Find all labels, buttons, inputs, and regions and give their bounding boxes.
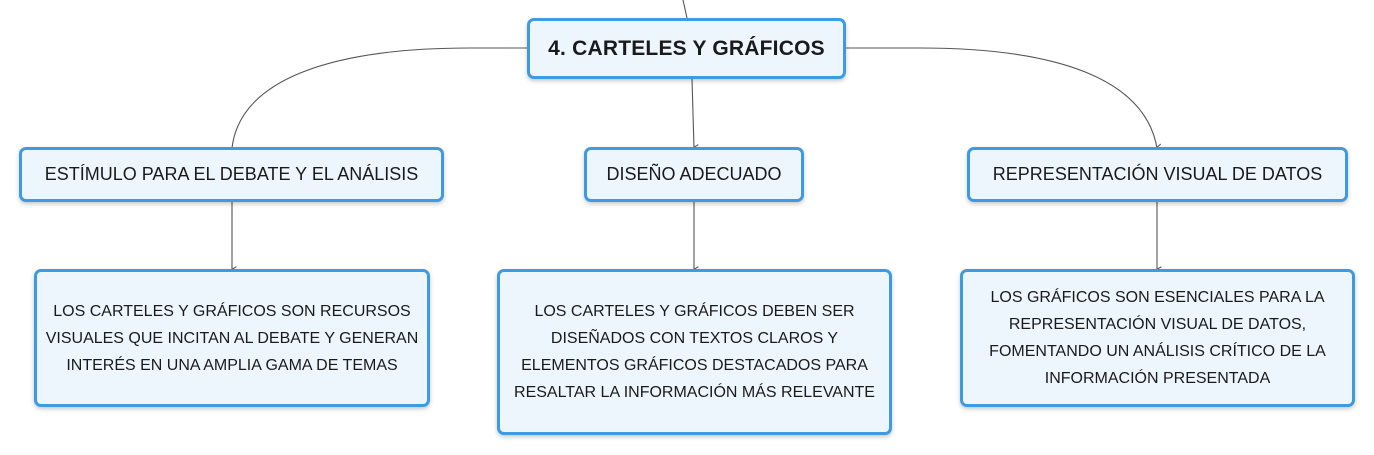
detail-node-text: LOS GRÁFICOS SON ESENCIALES PARA LA REPR… [989, 289, 1326, 387]
topic-node-debate[interactable]: ESTÍMULO PARA EL DEBATE Y EL ANÁLISIS [19, 147, 444, 202]
detail-node-representacion[interactable]: LOS GRÁFICOS SON ESENCIALES PARA LA REPR… [960, 269, 1355, 407]
connector-root-to-diseno [691, 78, 699, 152]
connector-root-to-representacion [846, 47, 1163, 151]
topic-node-representacion[interactable]: REPRESENTACIÓN VISUAL DE DATOS [967, 147, 1348, 202]
incoming-connector [682, 0, 688, 19]
detail-node-debate[interactable]: LOS CARTELES Y GRÁFICOS SON RECURSOS VIS… [34, 269, 430, 407]
root-node[interactable]: 4. CARTELES Y GRÁFICOS [527, 18, 846, 79]
detail-node-text: LOS CARTELES Y GRÁFICOS DEBEN SER DISEÑA… [514, 303, 875, 401]
root-node-label: 4. CARTELES Y GRÁFICOS [548, 36, 825, 60]
topic-node-diseno[interactable]: DISEÑO ADECUADO [584, 147, 804, 202]
connector-root-to-debate [231, 47, 528, 149]
topic-node-label: DISEÑO ADECUADO [606, 164, 782, 184]
topic-node-label: ESTÍMULO PARA EL DEBATE Y EL ANÁLISIS [44, 164, 419, 184]
detail-node-text: LOS CARTELES Y GRÁFICOS SON RECURSOS VIS… [45, 302, 419, 374]
detail-node-diseno[interactable]: LOS CARTELES Y GRÁFICOS DEBEN SER DISEÑA… [497, 269, 892, 435]
topic-node-label: REPRESENTACIÓN VISUAL DE DATOS [992, 164, 1323, 184]
